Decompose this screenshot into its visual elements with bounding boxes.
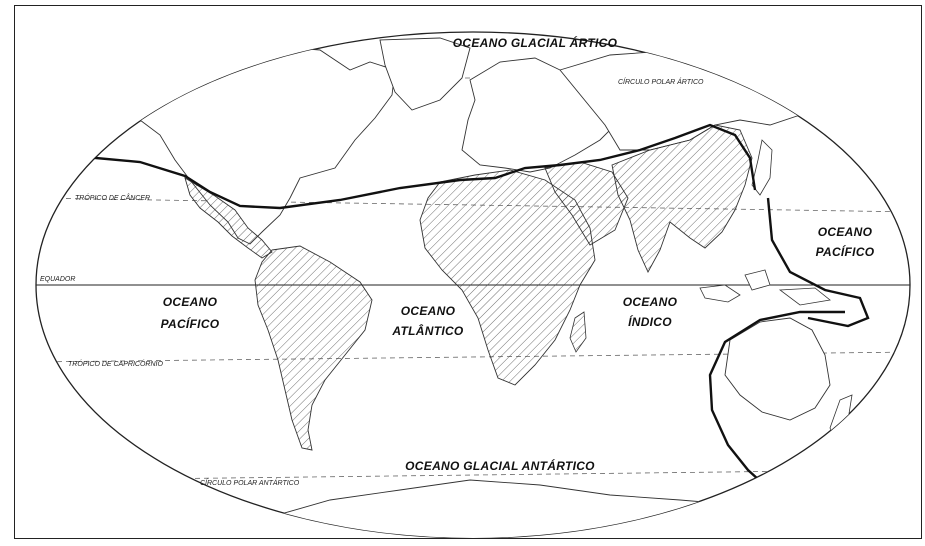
- tropic-capricorn-line: [36, 351, 910, 363]
- label-equador: EQUADOR: [40, 276, 75, 283]
- label-circulo-artico: CÍRCULO POLAR ÁRTICO: [618, 77, 704, 86]
- label-pacifico-east-2: PACÍFICO: [816, 244, 875, 259]
- label-glacial-antartico: OCEANO GLACIAL ANTÁRTICO: [405, 458, 595, 473]
- antarctic-circle-line: [59, 469, 891, 481]
- label-indico-1: OCEANO: [623, 295, 678, 309]
- boundary-line-south: [708, 310, 845, 491]
- indonesia: [699, 269, 831, 306]
- boundary-line-north: [84, 123, 757, 210]
- label-pacifico-west-2: PACÍFICO: [161, 316, 220, 331]
- australia: [724, 317, 831, 421]
- label-atlantico-1: OCEANO: [401, 304, 456, 318]
- label-circulo-antartico: CÍRCULO POLAR ANTÁRTICO: [200, 478, 300, 487]
- label-pacifico-east-1: OCEANO: [818, 225, 873, 239]
- arabia: [544, 161, 629, 246]
- label-tropico-cancer: TRÓPICO DE CÂNCER: [75, 193, 150, 202]
- madagascar: [569, 311, 587, 353]
- mexico-central-america: [184, 177, 273, 259]
- label-pacifico-west-1: OCEANO: [163, 295, 218, 309]
- greenland: [379, 37, 471, 111]
- south-east-asia: [611, 124, 753, 274]
- label-indico-2: ÍNDICO: [628, 314, 672, 329]
- south-america: [254, 245, 373, 451]
- boundary-line-east: [766, 197, 870, 328]
- japan: [751, 139, 773, 196]
- label-tropico-capricornio: TRÓPICO DE CAPRICÓRNIO: [68, 359, 163, 368]
- label-atlantico-2: ATLÂNTICO: [391, 323, 463, 338]
- label-glacial-artico: OCEANO GLACIAL ÁRTICO: [453, 35, 618, 50]
